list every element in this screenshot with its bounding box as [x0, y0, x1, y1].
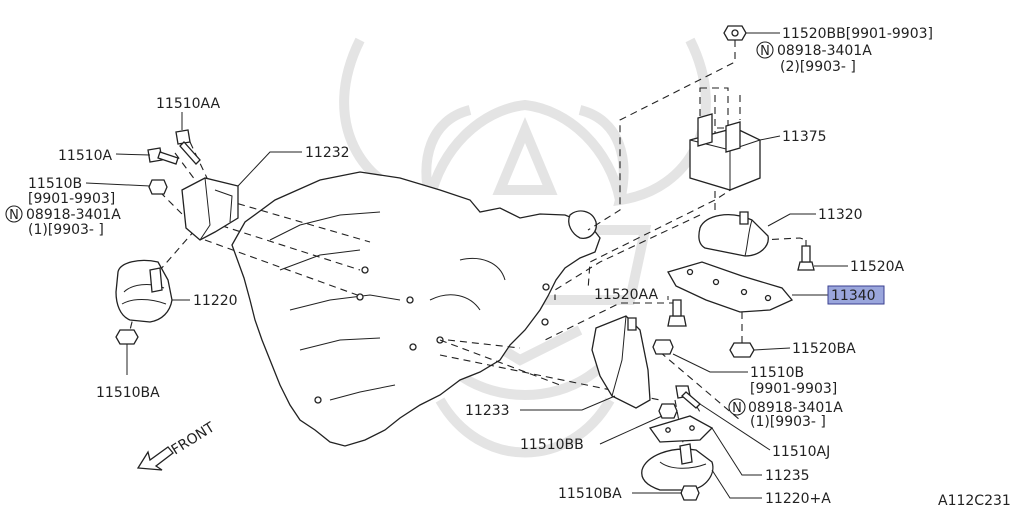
- label-11510ba-bottom[interactable]: 11510BA: [558, 486, 622, 502]
- n-symbol-left-text: N: [9, 208, 19, 223]
- bolt-11510aj: [675, 385, 701, 409]
- bracket-11375: [689, 113, 761, 191]
- n-symbol-top-text: N: [760, 44, 770, 59]
- n-symbol-left: N: [5, 205, 23, 223]
- label-11510ba-left[interactable]: 11510BA: [96, 385, 160, 401]
- bolt-11510aa: [175, 129, 201, 165]
- label-11220a[interactable]: 11220+A: [765, 491, 831, 507]
- nut-11510b-left: [148, 179, 168, 195]
- n-symbol-right-text: N: [732, 401, 742, 416]
- n-symbol-right: N: [728, 398, 746, 416]
- label-11520a[interactable]: 11520A: [850, 259, 905, 275]
- part-labels: 11520BB[9901-9903] 08918-3401A (2)[9903-…: [26, 26, 1011, 509]
- front-arrow-icon: [136, 446, 174, 471]
- engine-block: [231, 171, 601, 447]
- bracket-11232: [181, 177, 239, 241]
- label-11520ba[interactable]: 11520BA: [792, 341, 856, 357]
- label-11510aj[interactable]: 11510AJ: [772, 444, 830, 460]
- bolt-11520a: [797, 245, 815, 271]
- label-11340[interactable]: 11340: [831, 288, 876, 304]
- bolt-11510a: [147, 147, 179, 165]
- label-11510b-right-range: [9901-9903]: [750, 381, 837, 397]
- crossmember-11340: [667, 261, 794, 313]
- label-n-top-b: (2)[9903- ]: [780, 59, 856, 75]
- label-n-left-a: 08918-3401A: [26, 207, 121, 223]
- nut-11510bb: [658, 403, 678, 419]
- label-11235[interactable]: 11235: [765, 468, 810, 484]
- bolt-11520aa: [667, 299, 687, 327]
- label-11320[interactable]: 11320: [818, 207, 863, 223]
- label-n-right-b: (1)[9903- ]: [750, 414, 826, 430]
- label-front: FRONT: [169, 419, 218, 458]
- label-11510b-left[interactable]: 11510B: [28, 176, 82, 192]
- mount-11220: [115, 259, 173, 323]
- label-11510a[interactable]: 11510A: [58, 148, 113, 164]
- nut-11510ba-bottom: [680, 485, 700, 501]
- label-11233[interactable]: 11233: [465, 403, 510, 419]
- label-11232[interactable]: 11232: [305, 145, 350, 161]
- mount-11220a: [641, 443, 714, 491]
- nut-11510ba-left: [115, 329, 139, 345]
- leader-lines: [85, 32, 848, 499]
- label-11510b-right[interactable]: 11510B: [750, 365, 804, 381]
- label-11510bb[interactable]: 11510BB: [520, 437, 584, 453]
- label-11510aa[interactable]: 11510AA: [156, 96, 221, 112]
- nut-11520bb: [723, 25, 747, 41]
- mount-11320: [698, 211, 769, 257]
- plate-11235: [648, 415, 714, 443]
- n-symbol-top: N: [756, 41, 774, 59]
- label-11520aa[interactable]: 11520AA: [594, 287, 659, 303]
- label-11220[interactable]: 11220: [193, 293, 238, 309]
- bracket-11233: [591, 315, 651, 409]
- label-n-right-a: 08918-3401A: [748, 400, 843, 416]
- highlight-box-11340: [827, 285, 885, 305]
- label-n-top-a: 08918-3401A: [777, 43, 872, 59]
- label-11375[interactable]: 11375: [782, 129, 827, 145]
- label-11520bb[interactable]: 11520BB[9901-9903]: [782, 26, 933, 42]
- nut-11520ba: [729, 342, 755, 358]
- nut-11510b-right: [652, 339, 674, 355]
- figure-code: A112C231: [938, 493, 1011, 509]
- label-n-left-b: (1)[9903- ]: [28, 222, 104, 238]
- label-11510b-left-range: [9901-9903]: [28, 191, 115, 207]
